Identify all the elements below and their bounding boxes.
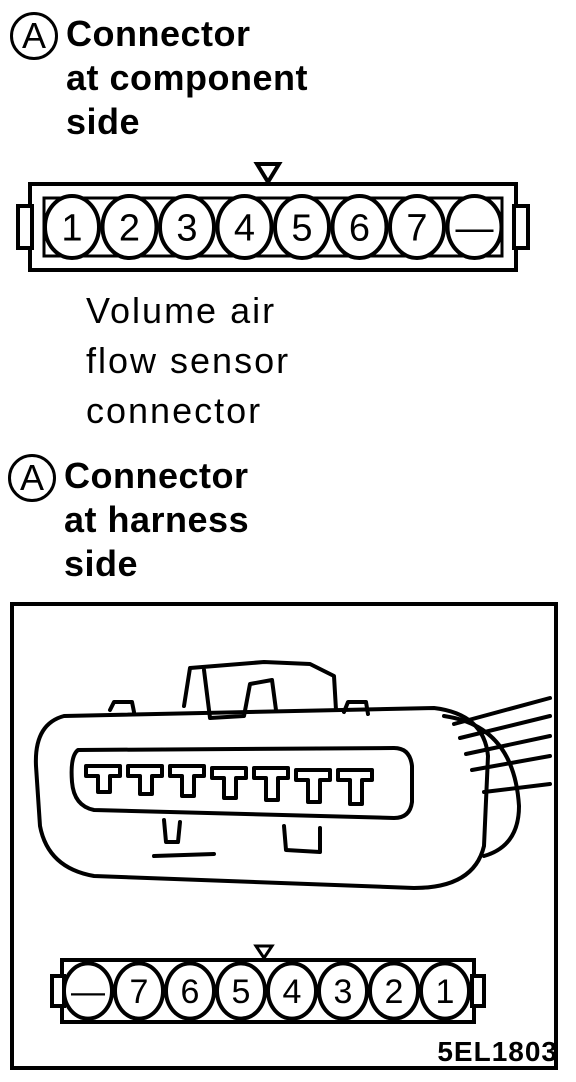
component-pin-circle [43,193,101,261]
harness-latch-right [470,974,486,1008]
terminal-cavity-1 [84,764,122,794]
harness-key-triangle [253,944,275,961]
harness-pin-label: 2 [385,973,404,1011]
harness-pin-label: 3 [334,973,353,1011]
sensor-label-line-2: flow sensor [86,340,291,381]
plug-face [69,746,414,820]
component-pin-label: 6 [349,208,370,250]
sensor-label-line-3: connector [86,390,263,431]
component-side-callout: A Connector at component side [10,12,308,144]
callout-marker-a: A [8,454,56,502]
component-pin-label: 2 [119,208,140,250]
shell-ridge-left [108,700,136,714]
terminal-cavity-5 [252,766,290,802]
component-pin-circle [273,193,331,261]
component-pin-label: 7 [406,208,427,250]
lower-key-left [162,818,182,844]
lock-tab [202,668,278,720]
harness-pin-label: 7 [130,973,149,1011]
callout-marker-a: A [10,12,58,60]
component-pin-circle [445,193,504,261]
component-connector-svg: 1234567 — [16,162,530,272]
component-pin-circle [330,193,389,261]
terminal-cavity-2 [126,764,164,796]
shell-ridge-right [342,700,370,716]
terminal-cavity-7 [336,768,374,806]
lower-edge-line [152,852,216,858]
harness-pin-circle [368,961,420,1021]
harness-pin-label: 6 [181,973,200,1011]
harness-pin-circle [215,961,267,1021]
harness-pin-label: 4 [283,973,302,1011]
terminal-cavity-6 [294,768,332,804]
harness-pin-circle [62,961,114,1021]
harness-side-title: Connector at harness side [64,454,249,586]
harness-pin-label: — [71,973,105,1011]
lock-housing [182,660,338,712]
harness-plug-drawing [33,660,552,890]
sensor-label-line-1: Volume air [86,290,277,331]
component-pin-label: 5 [291,208,312,250]
component-key-triangle [253,162,283,186]
plug-shell [33,706,490,890]
harness-pin-label: 5 [232,973,251,1011]
harness-pin-circle [317,961,369,1021]
component-pin-label: 4 [234,208,255,250]
component-pin-label: 1 [61,208,82,250]
sensor-connector-label: Volume air flow sensor connector [86,286,290,436]
wire-2 [458,714,552,740]
harness-pin-circle [113,961,165,1021]
component-pin-circle [100,193,159,261]
component-pin-label: 3 [176,208,197,250]
harness-illustration-frame [10,602,558,1070]
harness-pin-circle [419,961,471,1021]
component-side-connector: 1234567 — [14,160,534,280]
component-pin-circle [388,193,446,261]
component-latch-right [512,204,530,250]
harness-title-line-1: Connector [64,455,249,496]
terminal-cavity-4 [210,766,248,800]
component-pin-label: — [456,208,494,250]
harness-side-callout: A Connector at harness side [8,454,249,586]
component-side-title: Connector at component side [66,12,308,144]
harness-title-line-3: side [64,543,139,584]
figure-code: 5EL1803 [437,1036,558,1067]
lower-key-right [282,824,322,854]
component-title-line-3: side [66,101,141,142]
component-pin-circle [158,193,216,261]
component-pin-circle [215,193,274,261]
harness-pin-circle [266,961,318,1021]
wire-3 [464,734,552,756]
harness-pin-label: 1 [436,973,455,1011]
component-latch-left [16,204,34,250]
terminal-cavity-3 [168,764,206,798]
harness-title-line-2: at harness [64,499,250,540]
component-title-line-2: at component [66,57,309,98]
harness-pin-circle [164,961,216,1021]
component-title-line-1: Connector [66,13,251,54]
